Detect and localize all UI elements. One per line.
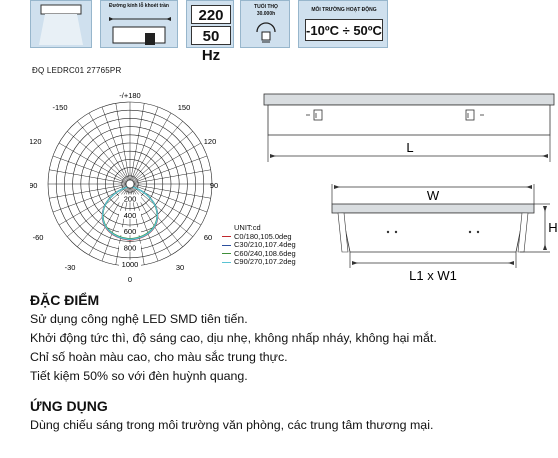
intensity-curve <box>102 185 158 241</box>
feature-line: Tiết kiệm 50% so với đèn huỳnh quang. <box>30 369 248 383</box>
polar-angle-label: 30 <box>176 263 184 272</box>
footprint-label: L1 x W1 <box>409 268 457 283</box>
ceiling-hole-icon: Đường kính lỗ khoét trần <box>100 0 178 48</box>
frequency-value: 50 Hz <box>191 26 231 64</box>
fixture-end-body <box>341 212 525 253</box>
polar-angle-label: 120 <box>204 137 217 146</box>
feature-line: Chỉ số hoàn màu cao, cho màu sắc trung t… <box>30 350 288 364</box>
model-code: ĐQ LEDRC01 27765PR <box>32 66 122 75</box>
application-heading: ỨNG DỤNG <box>30 398 108 414</box>
polar-radial-label: 600 <box>124 227 137 236</box>
legend-swatch <box>222 236 231 238</box>
polar-angle-label: 0 <box>128 275 132 284</box>
environment-icon: MÔI TRƯỜNG HOẠT ĐỘNG -10ºC ÷ 50ºC <box>298 0 388 48</box>
application-text: Dùng chiếu sáng trong môi trường văn phò… <box>30 418 434 432</box>
polar-angle-label: -/+180 <box>119 91 140 100</box>
legend-entry: C30/210,107.4deg <box>222 240 296 250</box>
lifetime-icon: TUỔI THỌ 30.000h <box>240 0 290 48</box>
fixture-top-plate <box>263 93 555 106</box>
spec-icon-bar: Đường kính lỗ khoét trần 220 V 50 Hz TUỔ… <box>0 0 390 64</box>
legend-label: C60/240,108.6deg <box>234 248 296 258</box>
width-label: W <box>427 188 440 203</box>
dimension-drawings: L W H L1 x W1 <box>263 93 558 283</box>
fixture-end-plate <box>331 203 535 214</box>
polar-angle-label: -150 <box>52 103 67 112</box>
legend-swatch <box>222 261 231 263</box>
recessed-fixture-icon <box>30 0 92 48</box>
environment-label: MÔI TRƯỜNG HOẠT ĐỘNG <box>311 7 377 13</box>
features-list: Sử dụng công nghệ LED SMD tiên tiến. Khở… <box>30 310 437 386</box>
temperature-range: -10ºC ÷ 50ºC <box>305 19 383 41</box>
unit-label: UNIT:cd <box>234 223 261 232</box>
legend-label: C0/180,105.0deg <box>234 231 292 241</box>
lifetime-label: TUỔI THỌ <box>254 4 278 10</box>
polar-angle-label: -30 <box>65 263 76 272</box>
polar-angle-label: -60 <box>33 233 44 242</box>
legend-label: C90/270,107.2deg <box>234 257 296 266</box>
legend-entry: C60/240,108.6deg <box>222 248 296 259</box>
feature-line: Khởi động tức thì, độ sáng cao, dịu nhẹ,… <box>30 331 437 345</box>
legend-swatch <box>222 253 231 255</box>
polar-angle-label: 60 <box>204 233 212 242</box>
length-label: L <box>406 140 413 155</box>
bulb-icon <box>256 22 276 43</box>
ceiling-hole-label: Đường kính lỗ khoét trần <box>109 3 169 9</box>
fixture-body-side <box>267 104 551 136</box>
feature-line: Sử dụng công nghệ LED SMD tiên tiến. <box>30 312 248 326</box>
lifetime-value: 30.000h <box>256 11 276 17</box>
legend-swatch <box>222 244 231 246</box>
voltage-value: 220 V <box>191 5 231 43</box>
legend-entry: C0/180,105.0deg <box>222 231 296 242</box>
power-icon: 220 V 50 Hz <box>186 0 234 64</box>
polar-radial-label: 800 <box>124 244 137 253</box>
polar-radial-label: 400 <box>124 211 137 220</box>
polar-angle-label: 150 <box>178 103 191 112</box>
polar-angle-label: 90 <box>210 181 218 190</box>
polar-radial-label: 200 <box>124 194 137 203</box>
legend-label: C30/210,107.4deg <box>234 240 296 249</box>
height-label: H <box>548 220 557 235</box>
polar-angle-label: -120 <box>30 137 42 146</box>
polar-diagram: -/+180 -150 150 -120 120 -90 90 -60 60 -30 30 0 200 4… <box>30 91 218 284</box>
polar-angle-label: -90 <box>30 181 37 190</box>
legend-entry: C90/270,107.2deg <box>222 257 296 267</box>
polar-radial-label: 1000 <box>122 260 139 269</box>
features-heading: ĐẶC ĐIỂM <box>30 292 100 308</box>
